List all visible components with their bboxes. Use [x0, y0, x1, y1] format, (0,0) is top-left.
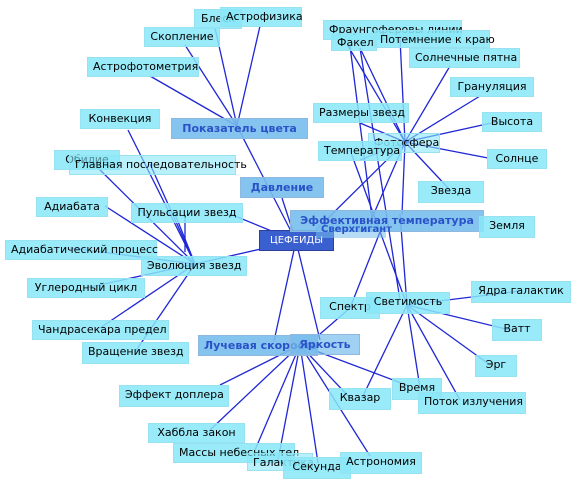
node-temperature[interactable]: Температура: [318, 141, 402, 161]
node-granulation[interactable]: Грануляция: [450, 77, 534, 97]
node-star-pulsations[interactable]: Пульсации звезд: [131, 203, 243, 223]
node-radiation-flux[interactable]: Поток излучения: [418, 392, 526, 414]
edge-line-13: [347, 45, 406, 143]
edge-line-37: [209, 344, 301, 431]
node-cluster[interactable]: Скопление: [144, 27, 220, 47]
edge-line-25: [349, 45, 373, 219]
node-astrophotometry[interactable]: Астрофотометрия: [87, 57, 199, 77]
edge-line-39: [277, 344, 301, 461]
node-erg[interactable]: Эрг: [475, 355, 517, 377]
node-supergiant[interactable]: Сверхгигант: [316, 224, 392, 238]
node-convection[interactable]: Конвекция: [80, 109, 160, 129]
node-earth[interactable]: Земля: [479, 216, 535, 238]
edge-line-33: [361, 304, 408, 399]
node-sunspots[interactable]: Солнечные пятна: [409, 48, 520, 68]
node-pressure[interactable]: Давление: [240, 177, 324, 198]
node-limb-darkening[interactable]: Потемнение к краю: [374, 30, 495, 48]
edge-line-44: [127, 129, 196, 265]
node-star-evolution[interactable]: Эволюция звезд: [141, 256, 247, 276]
node-star-rotation[interactable]: Вращение звезд: [82, 342, 189, 364]
edge-line-38: [254, 344, 301, 451]
edge-line-34: [349, 231, 381, 309]
edge-line-6: [295, 240, 321, 341]
node-star-sizes[interactable]: Размеры звезд: [313, 103, 409, 123]
node-radial-velocity[interactable]: Лучевая скорость: [198, 335, 318, 356]
node-astrophysics[interactable]: Астрофизика: [220, 7, 303, 27]
edge-line-24: [359, 47, 401, 301]
edge-line-40: [299, 344, 319, 464]
edge-line-12: [399, 37, 406, 143]
node-second[interactable]: Секунда: [283, 457, 351, 479]
node-carbon-cycle[interactable]: Углеродный цикл: [27, 278, 145, 298]
node-hubble-law[interactable]: Хаббла закон: [148, 423, 245, 443]
node-luminosity[interactable]: Светимость: [366, 292, 450, 314]
node-sun[interactable]: Солнце: [487, 149, 547, 169]
node-star[interactable]: Звезда: [418, 181, 484, 203]
node-color-index[interactable]: Показатель цвета: [171, 118, 308, 139]
edge-line-14: [404, 65, 451, 143]
node-watt[interactable]: Ватт: [492, 319, 542, 341]
node-astronomy[interactable]: Астрономия: [340, 452, 422, 474]
node-flare[interactable]: Факел: [331, 33, 377, 51]
edge-line-22: [401, 141, 406, 215]
center-node-cepheids[interactable]: ЦЕФЕИДЫ: [259, 230, 334, 251]
edge-line-31: [406, 304, 421, 389]
edge-line-32: [406, 304, 461, 401]
node-adiabatic-process[interactable]: Адиабатический процесс: [5, 240, 158, 260]
node-galactic-cores[interactable]: Ядра галактик: [471, 281, 571, 303]
edge-line-8: [236, 25, 261, 127]
node-adiabat[interactable]: Адиабата: [36, 197, 108, 217]
edge-line-11: [359, 47, 406, 143]
node-main-sequence[interactable]: Главная последовательность: [69, 155, 247, 175]
node-height[interactable]: Высота: [482, 112, 542, 132]
edge-line-48: [104, 205, 196, 265]
node-brightness[interactable]: Яркость: [290, 334, 360, 355]
node-doppler-effect[interactable]: Эффект доплера: [119, 385, 229, 407]
edge-line-10: [149, 75, 238, 127]
node-chandrasekhar-limit[interactable]: Чандрасекара предел: [32, 320, 169, 340]
edge-line-5: [273, 240, 297, 342]
node-quasar[interactable]: Квазар: [329, 388, 391, 410]
